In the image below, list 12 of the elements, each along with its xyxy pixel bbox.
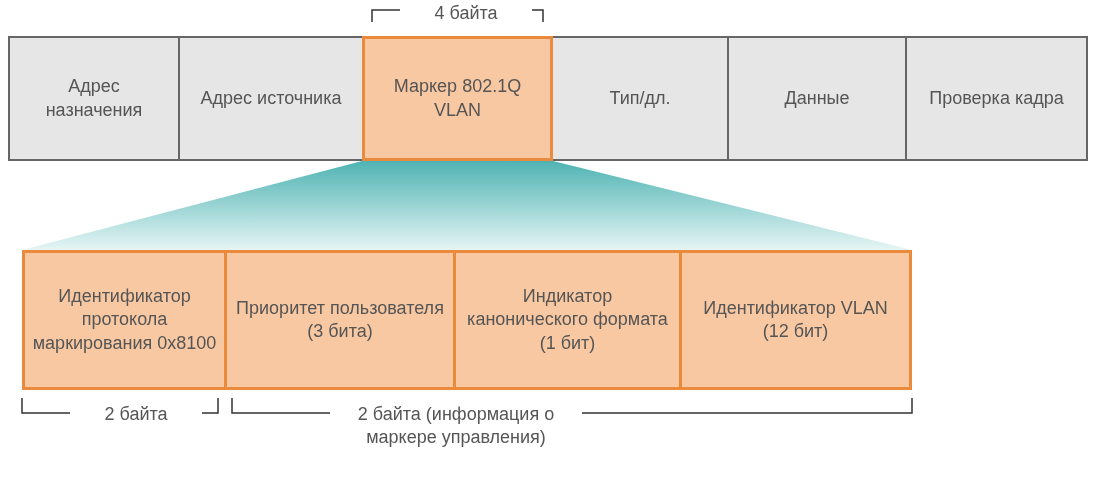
tag-field-box: Идентификатор VLAN (12 бит) (679, 250, 912, 390)
frame-field-box: Адрес назначения (8, 36, 180, 161)
frame-field-box: Адрес источника (178, 36, 364, 161)
tag-field-box: Приоритет пользователя (3 бита) (224, 250, 456, 390)
frame-field-box: Тип/дл. (551, 36, 729, 161)
tag-field-box: Индикатор канонического формата (1 бит) (453, 250, 682, 390)
frame-field-box: Данные (727, 36, 907, 161)
tag-field-box: Маркер 802.1Q VLAN (362, 36, 553, 161)
frame-field-box: Проверка кадра (905, 36, 1088, 161)
tag-field-box: Идентификатор протокола маркирования 0x8100 (22, 250, 227, 390)
dimension-label: 2 байта (информация о маркере управления) (330, 403, 582, 450)
expansion-wedge (22, 161, 912, 250)
